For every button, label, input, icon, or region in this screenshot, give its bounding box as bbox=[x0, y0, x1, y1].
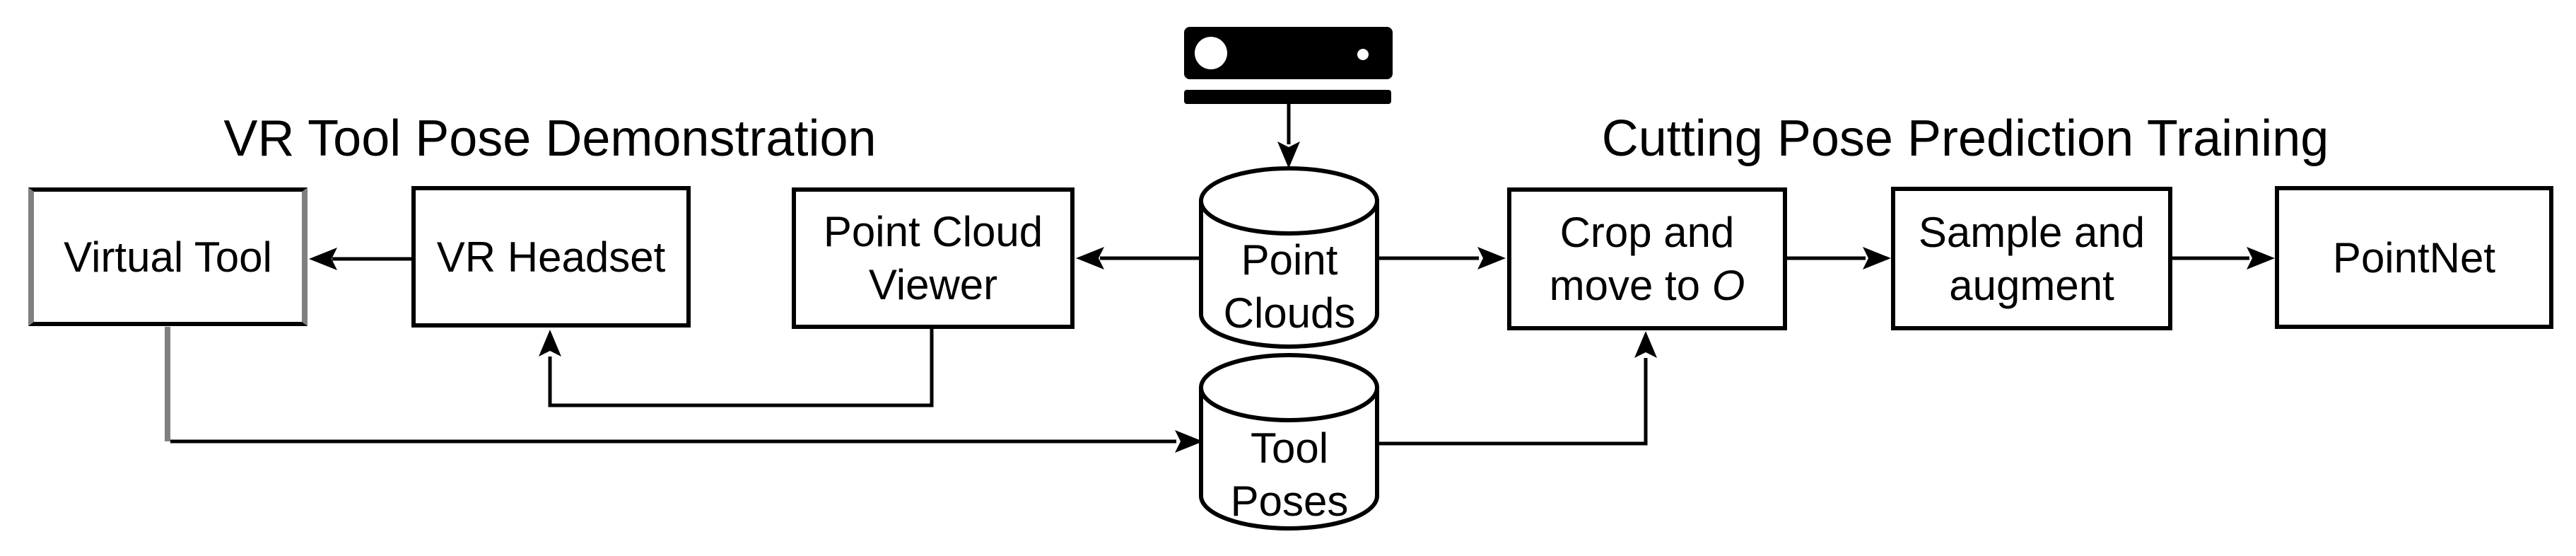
point-cloud-viewer-label-line2: Viewer bbox=[868, 261, 998, 308]
crop-and-move-label-line2: move to O bbox=[1550, 259, 1745, 312]
sample-augment-label-line2: augment bbox=[1949, 261, 2114, 309]
vr-headset-label: VR Headset bbox=[436, 233, 666, 281]
sensor-base bbox=[1184, 90, 1391, 104]
arrowhead-right-pointnet bbox=[2247, 247, 2275, 270]
arrowhead-right-crop bbox=[1477, 247, 1506, 270]
node-crop-and-move: Crop and move to O bbox=[1507, 187, 1787, 330]
arrowhead-up-headset bbox=[539, 330, 561, 357]
arrowhead-left-viewer bbox=[1076, 247, 1104, 270]
point-clouds-cylinder-top bbox=[1199, 166, 1379, 236]
arrow-viewer-to-headset bbox=[548, 329, 934, 407]
point-clouds-label-line1: Point bbox=[1241, 236, 1338, 284]
tool-poses-cylinder-top bbox=[1199, 353, 1379, 422]
arrowhead-left-virtual-tool bbox=[309, 248, 337, 270]
point-clouds-label: Point Clouds bbox=[1201, 233, 1378, 340]
crop-and-move-line2-prefix: move to bbox=[1549, 262, 1712, 309]
node-point-cloud-viewer: Point Cloud Viewer bbox=[792, 187, 1075, 329]
crop-and-move-label-line1: Crop and bbox=[1559, 209, 1735, 256]
database-point-clouds bbox=[1199, 166, 1379, 349]
sensor-led-icon bbox=[1357, 49, 1369, 60]
tool-poses-label-line2: Poses bbox=[1230, 477, 1349, 525]
section-title-demonstration: VR Tool Pose Demonstration bbox=[223, 110, 877, 167]
node-virtual-tool: Virtual Tool bbox=[28, 187, 308, 326]
node-vr-headset: VR Headset bbox=[411, 186, 691, 328]
section-title-training: Cutting Pose Prediction Training bbox=[1601, 110, 2329, 167]
database-tool-poses bbox=[1199, 353, 1379, 531]
pointnet-label: PointNet bbox=[2332, 233, 2496, 282]
origin-symbol: O bbox=[1711, 262, 1745, 309]
arrowhead-down-clouds bbox=[1277, 141, 1300, 168]
arrow-poses-to-crop bbox=[1377, 358, 1648, 446]
tool-poses-label-line1: Tool bbox=[1250, 424, 1329, 472]
arrowhead-right-poses bbox=[1175, 430, 1203, 453]
virtual-tool-label: Virtual Tool bbox=[64, 233, 272, 281]
point-cloud-viewer-label-line1: Point Cloud bbox=[823, 208, 1043, 255]
node-pointnet: PointNet bbox=[2275, 186, 2553, 329]
sample-augment-label-line1: Sample and bbox=[1918, 208, 2145, 256]
point-clouds-cylinder-body bbox=[1199, 201, 1379, 349]
arrowhead-up-crop bbox=[1634, 331, 1657, 358]
sensor-lens-icon bbox=[1195, 37, 1227, 69]
point-clouds-label-line2: Clouds bbox=[1223, 289, 1356, 337]
tool-poses-cylinder-body bbox=[1199, 388, 1379, 531]
tool-poses-label: Tool Poses bbox=[1201, 422, 1378, 528]
arrowhead-right-sample bbox=[1863, 247, 1891, 270]
node-sample-and-augment: Sample and augment bbox=[1891, 187, 2172, 330]
